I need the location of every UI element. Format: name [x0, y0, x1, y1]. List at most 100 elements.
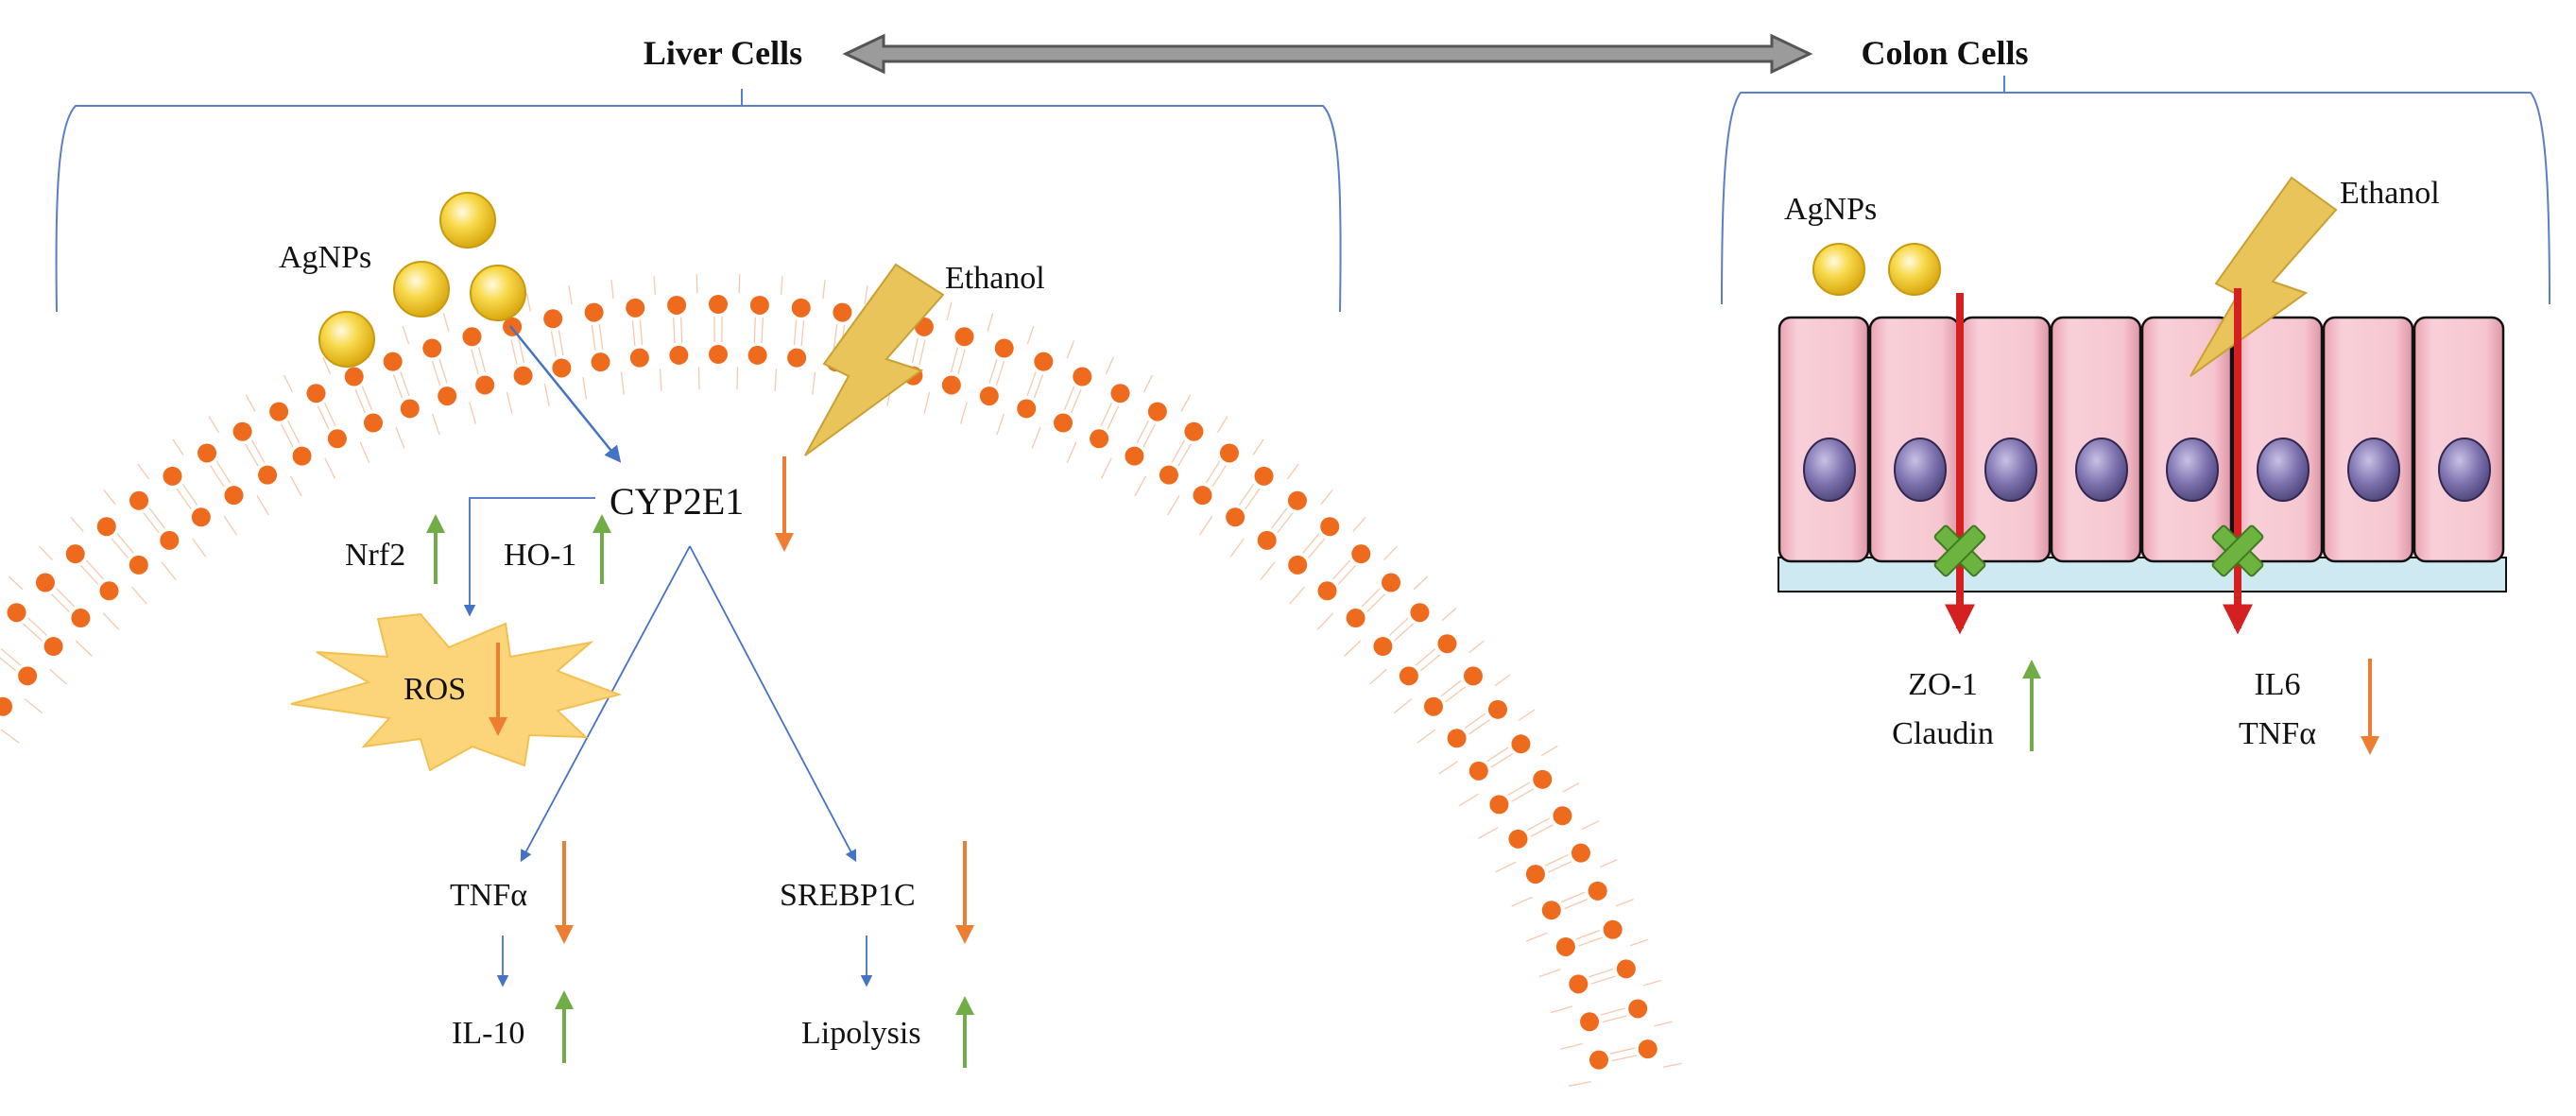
phospholipid-head	[18, 666, 38, 686]
phospholipid-head	[1317, 581, 1337, 601]
phospholipid-head	[994, 338, 1014, 358]
phospholipid-head	[1226, 507, 1245, 527]
phospholipid-tail	[324, 403, 336, 427]
nanoparticle	[1812, 243, 1865, 296]
phospholipid-tail	[631, 320, 636, 347]
phospholipid-tail	[1438, 761, 1458, 775]
phospholipid-head	[584, 302, 604, 322]
phospholipid-tail	[1611, 1055, 1638, 1062]
phospholipid-tail	[1316, 612, 1334, 630]
phospholipid-head	[363, 413, 383, 433]
ros-label: ROS	[404, 672, 466, 707]
phospholipid-tail	[287, 421, 301, 444]
phospholipid-tail	[400, 371, 410, 397]
phospholipid-tail	[256, 494, 269, 516]
phospholipid-head	[787, 348, 807, 368]
barrier-penetration-arrows	[1945, 288, 2253, 635]
agnps-to-cyp2e1-arrow	[509, 325, 622, 463]
phospholipid-tail	[1302, 533, 1320, 554]
phospholipid-tail	[996, 413, 1005, 436]
phospholipid-tail	[392, 373, 404, 399]
il10-label: IL-10	[452, 1016, 524, 1051]
phospholipid-tail	[1642, 979, 1662, 987]
phospholipid-tail	[245, 443, 259, 467]
basement-membrane	[1777, 557, 2507, 592]
phospholipid-tail	[1486, 747, 1509, 763]
phospholipid-tail	[753, 317, 757, 343]
phospholipid-tail	[1602, 1015, 1627, 1023]
phospholipid-tail	[1100, 457, 1112, 479]
phospholipid-tail	[659, 368, 662, 392]
phospholipid-tail	[1337, 565, 1356, 585]
phospholipid-head	[629, 348, 649, 368]
phospholipid-head	[96, 517, 116, 537]
phospholipid-tail	[1211, 465, 1227, 488]
phospholipid-tail	[1560, 1042, 1583, 1050]
phospholipid-head	[1373, 637, 1393, 657]
colon-epithelium	[1777, 316, 2507, 592]
phospholipid-tail	[1494, 674, 1511, 687]
phospholipid-tail	[1063, 386, 1075, 411]
phospholipid-head	[1638, 1039, 1657, 1059]
phospholipid-tail	[322, 356, 332, 375]
phospholipid-tail	[1105, 356, 1114, 375]
phospholipid-head	[160, 530, 180, 550]
phospholipid-head	[1508, 829, 1528, 849]
phospholipid-tail	[591, 324, 596, 351]
phospholipid-tail	[1578, 936, 1604, 947]
phospholipid-head	[1219, 443, 1239, 463]
phospholipid-tail	[923, 391, 931, 415]
phospholipid-head	[1110, 384, 1130, 403]
phospholipid-tail	[550, 331, 557, 357]
phospholipid-head	[1589, 1050, 1609, 1070]
phospholipid-head	[1346, 609, 1365, 628]
phospholipid-tail	[111, 538, 129, 558]
phospholipid-head	[462, 327, 482, 347]
cyp2e1-to-srebp1c-arrow	[689, 545, 857, 863]
phospholipid-head	[1257, 530, 1277, 550]
phospholipid-tail	[1550, 1005, 1573, 1014]
phospholipid-head	[979, 386, 999, 406]
phospholipid-tail	[1245, 488, 1261, 510]
cyp2e1-to-ros-arrow	[463, 497, 595, 617]
phospholipid-tail	[1511, 788, 1535, 802]
phospholipid-tail	[1066, 441, 1077, 463]
nanoparticle	[318, 311, 375, 368]
phospholipid-head	[1034, 352, 1054, 371]
phospholipid-tail	[431, 360, 441, 386]
phospholipid-head	[383, 352, 403, 371]
phospholipid-head	[0, 696, 13, 716]
phospholipid-tail	[543, 383, 550, 406]
phospholipid-tail	[1468, 719, 1491, 735]
phospholipid-tail	[1662, 1062, 1682, 1068]
phospholipid-tail	[39, 545, 53, 560]
phospholipid-tail	[1393, 698, 1413, 714]
phospholipid-tail	[148, 507, 165, 529]
phospholipid-tail	[1286, 463, 1299, 480]
phospholipid-head	[1159, 465, 1178, 485]
phospholipid-head	[1382, 573, 1401, 592]
blocked-x-mark-icon	[2211, 524, 2264, 577]
phospholipid-tail	[1654, 1021, 1673, 1027]
phospholipid-tail	[1417, 729, 1436, 744]
phospholipid-tail	[469, 402, 477, 424]
phospholipid-tail	[774, 368, 778, 392]
phospholipid-tail	[987, 313, 994, 332]
phospholipid-tail	[1134, 475, 1147, 497]
phospholipid-tail	[1562, 781, 1580, 793]
phospholipid-tail	[1070, 388, 1082, 414]
phospholipid-tail	[1271, 507, 1288, 529]
phospholipid-head	[1580, 1012, 1600, 1032]
phospholipid-tail	[1171, 439, 1186, 463]
phospholipid-tail	[1544, 853, 1569, 867]
phospholipid-tail	[1600, 1007, 1625, 1016]
phospholipid-head	[709, 345, 728, 364]
phospholipid-head	[1184, 421, 1204, 441]
colon-cells-title: Colon Cells	[1861, 34, 2028, 72]
phospholipid-head	[1288, 555, 1308, 575]
phospholipid-head	[591, 352, 610, 372]
claudin-label: Claudin	[1892, 716, 1994, 751]
phospholipid-head	[1090, 429, 1109, 449]
phospholipid-tail	[697, 367, 700, 390]
